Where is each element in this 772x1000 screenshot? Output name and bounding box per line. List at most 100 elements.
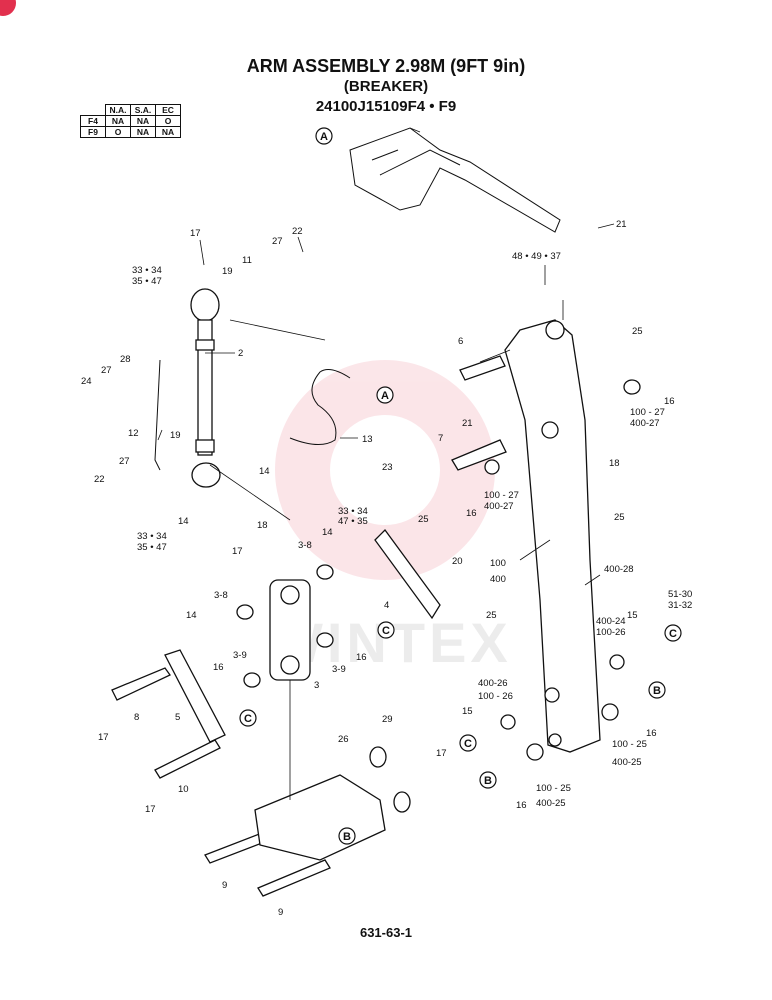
arm-inset-drawing	[349, 127, 561, 233]
callout-letter: C	[244, 713, 252, 725]
pin-part	[154, 739, 221, 779]
bushing-part	[623, 379, 641, 395]
part-label: 25	[418, 514, 429, 525]
part-label: 400-25	[612, 757, 642, 768]
part-label: 12	[128, 428, 139, 439]
part-label: 23	[382, 462, 393, 473]
part-label: 16	[646, 728, 657, 739]
part-label: 21	[462, 418, 473, 429]
part-label: 16	[213, 662, 224, 673]
part-label: 33 • 34	[338, 506, 368, 517]
callout-letter: C	[669, 628, 677, 640]
callout-letter: C	[464, 738, 472, 750]
part-label: 20	[452, 556, 463, 567]
callout-c-icon: C	[239, 709, 257, 727]
callout-letter: B	[343, 831, 351, 843]
bushing-part	[601, 703, 619, 721]
part-label: 35 • 47	[137, 542, 167, 553]
arm-body-part	[504, 319, 601, 753]
bushing-part	[316, 632, 334, 648]
link-assembly-part	[269, 579, 311, 681]
part-label: 100 - 27	[630, 407, 665, 418]
part-label: 16	[356, 652, 367, 663]
part-label: 100 - 26	[478, 691, 513, 702]
part-label: 13	[362, 434, 373, 445]
part-label: 18	[257, 520, 268, 531]
bracket-part	[254, 774, 386, 861]
seal-part	[369, 746, 387, 768]
part-label: 14	[178, 516, 189, 527]
bushing-part	[609, 654, 625, 670]
callout-b-icon: C	[377, 621, 395, 639]
callout-letter: C	[382, 625, 390, 637]
part-label: 27	[119, 456, 130, 467]
link-part	[374, 529, 441, 620]
part-label: 100	[490, 558, 506, 569]
part-label: 17	[190, 228, 201, 239]
part-label: 24	[81, 376, 92, 387]
callout-c-icon: C	[459, 734, 477, 752]
part-label: 33 • 34	[137, 531, 167, 542]
availability-table: N.A. S.A. EC F4 NA NA O F9 O NA NA	[80, 104, 181, 138]
part-label: 7	[438, 433, 443, 444]
part-label: 15	[627, 610, 638, 621]
part-label: 15	[462, 706, 473, 717]
callout-b-icon: B	[479, 771, 497, 789]
part-label: 17	[145, 804, 156, 815]
part-label: 17	[232, 546, 243, 557]
part-label: 5	[175, 712, 180, 723]
callout-a-icon: A	[376, 386, 394, 404]
bushing-part	[500, 714, 516, 730]
seal-part	[393, 791, 411, 813]
callout-letter: B	[484, 775, 492, 787]
part-label: 22	[292, 226, 303, 237]
callout-b-icon: B	[338, 827, 356, 845]
part-label: 16	[516, 800, 527, 811]
part-label: 9	[278, 907, 283, 918]
part-label: 100 - 25	[612, 739, 647, 750]
part-label: 31-32	[668, 600, 692, 611]
callout-c-icon: C	[0, 0, 8, 3]
part-label: 2	[238, 348, 243, 359]
assembly-part-number: 24100J15109F4 • F9	[315, 98, 457, 115]
part-label: 19	[222, 266, 233, 277]
part-label: 400-28	[604, 564, 634, 575]
part-label: 35 • 47	[132, 276, 162, 287]
page-title: ARM ASSEMBLY 2.98M (9FT 9in)	[246, 56, 526, 76]
part-label: 16	[664, 396, 675, 407]
part-label: 25	[614, 512, 625, 523]
part-label: 25	[632, 326, 643, 337]
availability-header-row: N.A. S.A. EC	[80, 104, 181, 116]
bushing-part	[243, 672, 261, 688]
callout-letter: B	[0, 0, 8, 3]
side-link-part	[164, 649, 226, 743]
callout-letter: A	[381, 390, 389, 402]
part-label: 400-26	[478, 678, 508, 689]
part-label: 47 • 35	[338, 516, 368, 527]
availability-cell: NA	[130, 126, 156, 138]
breaker-cylinder-part	[190, 288, 221, 488]
pin-part	[459, 355, 506, 381]
callout-letter: B	[653, 685, 661, 697]
part-label: 14	[322, 527, 333, 538]
part-label: 14	[259, 466, 270, 477]
part-label: 6	[458, 336, 463, 347]
callout-c-icon: C	[664, 624, 682, 642]
part-label: 3-9	[332, 664, 346, 675]
part-label: 25	[486, 610, 497, 621]
part-label: 26	[338, 734, 349, 745]
part-label: 11	[242, 255, 252, 266]
part-label: 19	[170, 430, 181, 441]
bushing-part	[236, 604, 254, 620]
bushing-part	[316, 564, 334, 580]
callout-letter: A	[320, 131, 328, 143]
part-label: 400-27	[484, 501, 514, 512]
part-label: 21	[616, 219, 627, 230]
part-label: 18	[609, 458, 620, 469]
part-label: 17	[98, 732, 109, 743]
part-label: 3-8	[298, 540, 312, 551]
callout-b-icon: B	[0, 0, 8, 3]
part-label: 14	[186, 610, 197, 621]
hose-part	[289, 369, 351, 445]
part-label: 400-27	[630, 418, 660, 429]
